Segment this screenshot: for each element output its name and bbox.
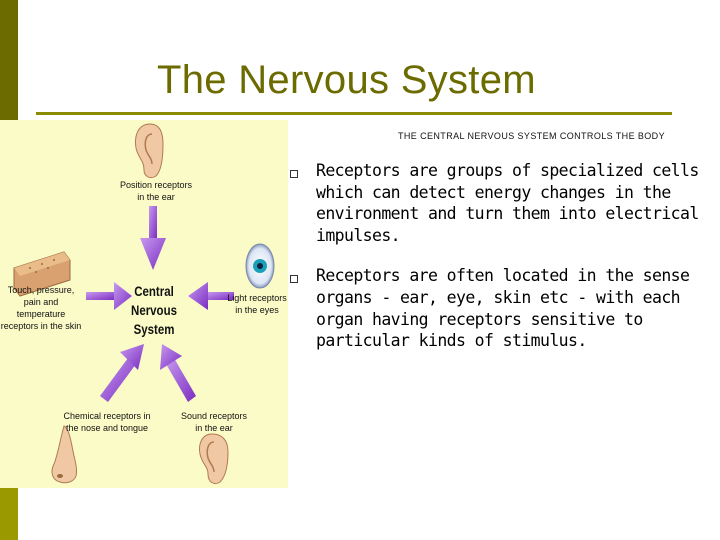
- touch-line-3: receptors in the skin: [0, 321, 82, 331]
- bullet-item: Receptors are groups of specialized cell…: [290, 160, 715, 246]
- arrow-down-icon: [140, 206, 166, 270]
- slide-caption: THE CENTRAL NERVOUS SYSTEM CONTROLS THE …: [398, 131, 665, 141]
- ear-bottom-icon: [199, 433, 229, 485]
- eye-icon: [245, 243, 275, 289]
- central-nervous-system-label: Central Nervous System: [121, 282, 187, 339]
- sound-receptors-label: Sound receptors in the ear: [174, 410, 254, 434]
- title-underline: [36, 112, 672, 115]
- touch-receptors-label: Touch, pressure, pain and temperature re…: [0, 284, 82, 332]
- sound-line-2: in the ear: [195, 423, 233, 433]
- arrow-up-left-icon: [160, 344, 196, 402]
- checkbox-bullet-icon: [290, 275, 298, 284]
- arrow-up-right-icon: [100, 344, 144, 402]
- ear-icon: [135, 123, 164, 179]
- chemical-receptors-label: Chemical receptors in the nose and tongu…: [58, 410, 156, 434]
- chemical-line-1: Chemical receptors in: [63, 411, 151, 421]
- left-accent-bar-top: [0, 0, 18, 120]
- chemical-line-2: the nose and tongue: [65, 423, 149, 433]
- position-line-1: Position receptors: [119, 180, 193, 190]
- skin-icon: [13, 251, 71, 297]
- bullet-list: Receptors are groups of specialized cell…: [290, 160, 715, 371]
- touch-line-1: Touch, pressure,: [7, 285, 75, 295]
- center-line-3: System: [133, 321, 175, 337]
- light-receptors-label: Light receptors in the eyes: [224, 292, 290, 316]
- position-receptors-label: Position receptors in the ear: [112, 179, 200, 203]
- slide-title: The Nervous System: [157, 58, 536, 102]
- arrow-left-icon: [188, 282, 234, 310]
- left-accent-bar-bottom: [0, 488, 18, 540]
- bullet-text: Receptors are often located in the sense…: [316, 266, 690, 351]
- sound-line-1: Sound receptors: [180, 411, 248, 421]
- touch-line-2: pain and temperature: [16, 297, 66, 319]
- diagram-graphics: [13, 123, 275, 485]
- nervous-system-diagram: Position receptors in the ear Touch, pre…: [0, 120, 288, 488]
- center-line-2: Nervous: [131, 302, 177, 318]
- checkbox-bullet-icon: [290, 170, 298, 178]
- center-line-1: Central: [134, 283, 174, 299]
- bullet-item: Receptors are often located in the sense…: [290, 265, 715, 351]
- nose-icon: [51, 425, 77, 484]
- light-line-1: Light receptors: [227, 293, 287, 303]
- arrow-right-icon: [86, 282, 132, 310]
- bullet-text: Receptors are groups of specialized cell…: [316, 161, 699, 245]
- position-line-2: in the ear: [137, 192, 175, 202]
- light-line-2: in the eyes: [235, 305, 279, 315]
